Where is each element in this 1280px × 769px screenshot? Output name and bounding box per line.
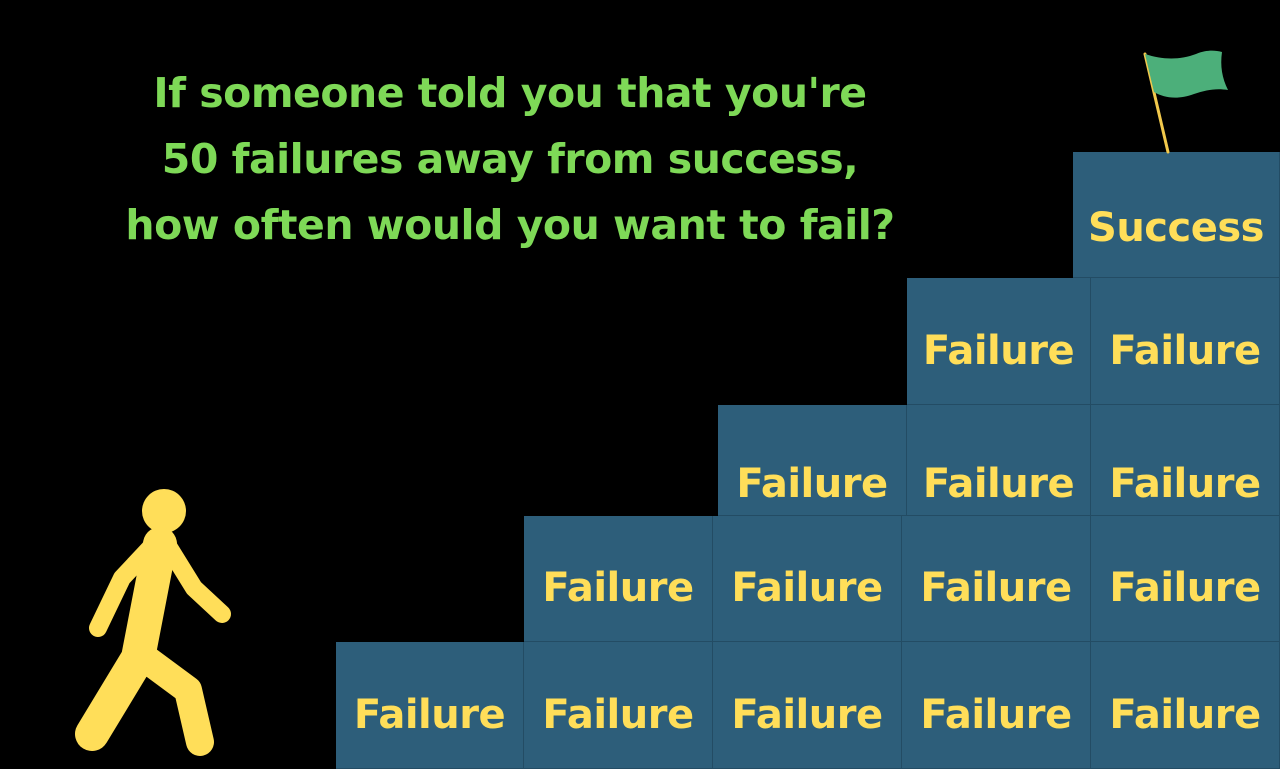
goal-flag-icon — [1143, 50, 1228, 154]
failure-block: Failure — [907, 405, 1091, 516]
failure-label: Failure — [1109, 565, 1261, 611]
failure-block: Failure — [1091, 642, 1280, 769]
failure-label: Failure — [736, 461, 888, 507]
failure-block: Failure — [1091, 516, 1280, 642]
failure-label: Failure — [542, 565, 694, 611]
failure-block: Failure — [1091, 278, 1280, 405]
failure-label: Failure — [922, 328, 1075, 374]
success-block: Success — [1073, 152, 1280, 278]
failure-label: Failure — [353, 692, 506, 738]
headline: If someone told you that you're 50 failu… — [110, 60, 910, 258]
failure-block: Failure — [902, 642, 1091, 769]
failure-block: Failure — [524, 642, 713, 769]
failure-block: Failure — [713, 642, 902, 769]
failure-label: Failure — [731, 565, 883, 611]
failure-block: Failure — [713, 516, 902, 642]
failure-label: Failure — [1109, 328, 1261, 374]
headline-line-2: 50 failures away from success, — [161, 135, 859, 183]
success-label: Success — [1088, 205, 1264, 251]
failure-label: Failure — [731, 692, 883, 738]
failure-block: Failure — [718, 405, 907, 516]
headline-line-1: If someone told you that you're — [153, 69, 867, 117]
failure-block: Failure — [336, 642, 524, 769]
failure-block: Failure — [902, 516, 1091, 642]
failure-block: Failure — [1091, 405, 1280, 516]
failure-label: Failure — [1109, 692, 1261, 738]
failure-block: Failure — [907, 278, 1091, 405]
failure-label: Failure — [1109, 461, 1261, 507]
failure-label: Failure — [920, 692, 1072, 738]
walking-person-icon — [75, 489, 231, 756]
failure-label: Failure — [542, 692, 694, 738]
headline-line-3: how often would you want to fail? — [125, 201, 895, 249]
failure-label: Failure — [920, 565, 1072, 611]
failure-label: Failure — [922, 461, 1075, 507]
failure-block: Failure — [524, 516, 713, 642]
